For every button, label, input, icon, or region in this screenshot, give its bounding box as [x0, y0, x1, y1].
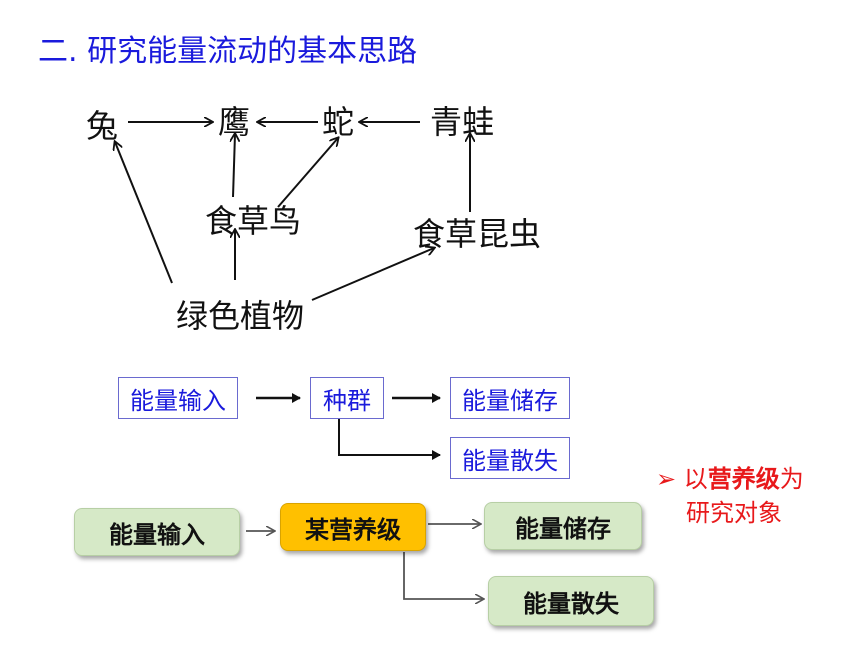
pop-population-box: 种群: [310, 377, 384, 419]
arrow-bird-eagle: [233, 134, 235, 198]
trophic-storage-box: 能量储存: [484, 502, 642, 550]
pop-storage-box: 能量储存: [450, 377, 570, 419]
pop-input-box: 能量输入: [118, 377, 238, 419]
node-plant: 绿色植物: [176, 297, 305, 335]
arrow-bird-snake: [277, 138, 338, 208]
arrow-trophic-loss: [403, 552, 483, 599]
page-title: 二. 研究能量流动的基本思路: [38, 34, 418, 69]
arrow-plant-rabbit: [115, 142, 173, 284]
node-eagle: 鹰: [218, 103, 251, 141]
note-suffix: 为: [779, 465, 804, 493]
trophic-loss-box: 能量散失: [488, 576, 654, 626]
note-text: ➢ 以营养级为 研究对象: [656, 462, 804, 530]
node-frog: 青蛙: [430, 103, 495, 141]
arrow-plant-insect: [311, 248, 434, 301]
trophic-level-box: 某营养级: [280, 503, 426, 551]
bullet-icon: ➢: [656, 465, 677, 493]
node-bird: 食草鸟: [205, 202, 302, 240]
note-line2: 研究对象: [686, 499, 782, 527]
arrow-pop-loss: [338, 418, 441, 460]
trophic-input-box: 能量输入: [74, 508, 240, 556]
node-insect: 食草昆虫: [413, 215, 542, 253]
note-prefix: 以: [683, 465, 708, 493]
node-rabbit: 兔: [86, 107, 119, 145]
note-highlight: 营养级: [707, 465, 780, 493]
node-snake: 蛇: [322, 103, 355, 141]
pop-loss-box: 能量散失: [450, 437, 570, 479]
